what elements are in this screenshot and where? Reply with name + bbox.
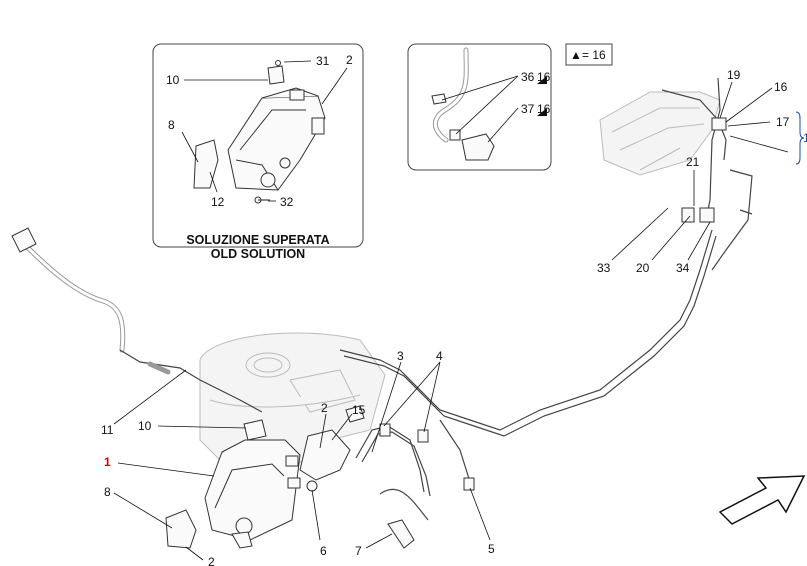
inset-caption-en: OLD SOLUTION <box>211 247 305 261</box>
inset-hose-detail: 36 16 37 16 <box>407 43 552 171</box>
callout-21[interactable]: 21 <box>686 155 700 169</box>
callout-8[interactable]: 8 <box>168 118 175 132</box>
legend-symbol: ▲ <box>570 48 582 62</box>
filler-hose-drawing <box>11 227 263 413</box>
callout-36[interactable]: 36 <box>521 70 535 84</box>
callout-2[interactable]: 2 <box>346 53 353 67</box>
callout-10-main[interactable]: 10 <box>138 419 152 433</box>
callout-8-main[interactable]: 8 <box>104 485 111 499</box>
triangle-marker-icon <box>537 76 547 84</box>
triangle-marker-icon <box>537 108 547 116</box>
callout-5[interactable]: 5 <box>488 542 495 556</box>
callout-20[interactable]: 20 <box>636 261 650 275</box>
old-bracket-drawing <box>193 139 219 189</box>
inset-old-solution: 31 2 10 8 12 32 SOLUZIONE SUPERATA OLD S… <box>152 43 364 261</box>
callout-3[interactable]: 3 <box>397 349 404 363</box>
callout-1-group[interactable]: 1 <box>803 131 807 145</box>
callout-12[interactable]: 12 <box>211 195 225 209</box>
callout-32[interactable]: 32 <box>280 195 294 209</box>
callout-7[interactable]: 7 <box>355 544 362 558</box>
callout-31[interactable]: 31 <box>316 54 330 68</box>
legend-box: ▲ = 16 <box>565 43 613 66</box>
callout-19[interactable]: 19 <box>727 68 741 82</box>
callout-37-sub[interactable]: 16 <box>537 102 551 116</box>
callout-15[interactable]: 15 <box>352 403 366 417</box>
inset-caption-it: SOLUZIONE SUPERATA <box>186 233 329 247</box>
legend-text: = 16 <box>582 48 606 62</box>
valve-drawing <box>299 429 351 481</box>
direction-arrow-icon <box>718 475 806 525</box>
callout-4[interactable]: 4 <box>436 349 443 363</box>
canister-bracket-drawing <box>165 509 197 549</box>
old-canister-drawing <box>193 60 326 204</box>
callout-2-main[interactable]: 2 <box>321 401 328 415</box>
callout-34[interactable]: 34 <box>676 261 690 275</box>
callout-10[interactable]: 10 <box>166 73 180 87</box>
callout-17[interactable]: 17 <box>776 115 790 129</box>
callout-36-sub[interactable]: 16 <box>537 70 551 84</box>
fuel-line-drawing <box>339 229 717 521</box>
callout-33[interactable]: 33 <box>597 261 611 275</box>
canister-drawing <box>165 405 475 549</box>
callout-16[interactable]: 16 <box>774 80 788 94</box>
callout-37[interactable]: 37 <box>521 102 535 116</box>
callout-6[interactable]: 6 <box>320 544 327 558</box>
callout-1-main[interactable]: 1 <box>104 455 111 469</box>
callout-2-bottom[interactable]: 2 <box>208 555 215 566</box>
callout-11[interactable]: 11 <box>101 423 114 437</box>
engine-manifold-drawing <box>599 77 753 271</box>
group-bracket <box>795 111 805 165</box>
